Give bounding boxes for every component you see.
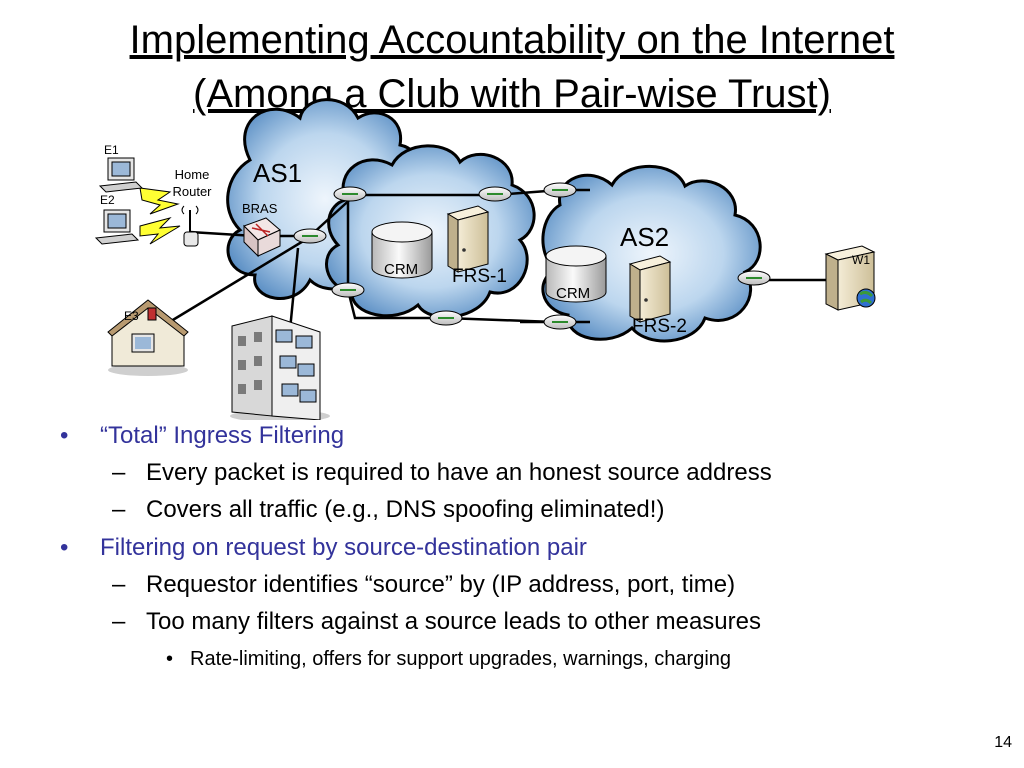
- bullet-text: “Total” Ingress Filtering: [100, 422, 345, 449]
- frs-1-server-icon: [446, 205, 490, 273]
- bullet-text: Filtering on request by source-destinati…: [100, 534, 587, 561]
- bullet-text: Too many filters against a source leads …: [146, 608, 761, 635]
- computer-e2-icon: [94, 209, 140, 245]
- slide-title-line-2: (Among a Club with Pair-wise Trust): [193, 72, 831, 116]
- frs-2-server-icon: [628, 255, 672, 323]
- home-router-label-line-1: Home: [175, 167, 210, 182]
- crm-2-label: CRM: [556, 285, 590, 302]
- house-e3-icon: [107, 299, 189, 376]
- bullet-text: Covers all traffic (e.g., DNS spoofing e…: [146, 496, 665, 523]
- router-icon: [293, 182, 771, 330]
- dash-icon: –: [112, 608, 126, 635]
- bullet-text: Every packet is required to have an hone…: [146, 459, 772, 486]
- bullet-dot-icon: •: [60, 422, 69, 449]
- page-number: 14: [994, 734, 1012, 751]
- w1-label: W1: [852, 253, 870, 267]
- home-router-icon: [181, 205, 199, 247]
- bras-switch-icon: [243, 217, 281, 258]
- dash-icon: –: [112, 459, 126, 486]
- web-server-w1-icon: [824, 245, 876, 311]
- bullet-dot-icon: •: [166, 648, 174, 670]
- as2-label: AS2: [620, 222, 669, 252]
- slide-title-line-1: Implementing Accountability on the Inter…: [129, 18, 895, 62]
- bullet-text: Requestor identifies “source” by (IP add…: [146, 571, 736, 598]
- bras-label: BRAS: [242, 201, 278, 216]
- bullet-text: Rate-limiting, offers for support upgrad…: [190, 648, 732, 670]
- frs-1-label: FRS-1: [452, 266, 507, 287]
- e1-label: E1: [104, 143, 119, 157]
- e3-label: E3: [124, 309, 139, 323]
- as1-label: AS1: [253, 158, 302, 188]
- crm-1-label: CRM: [384, 261, 418, 278]
- home-router-label-line-2: Router: [172, 184, 212, 199]
- network-diagram: AS1 AS2 BRAS Home Router E1 E2 E3 W1 CRM…: [94, 98, 876, 420]
- office-building-icon: [230, 315, 330, 420]
- wireless-link-icon: [139, 187, 181, 245]
- frs-2-label: FRS-2: [632, 316, 687, 337]
- dash-icon: –: [112, 496, 126, 523]
- e2-label: E2: [100, 193, 115, 207]
- crm-database-1-icon: [371, 221, 433, 279]
- dash-icon: –: [112, 571, 126, 598]
- computer-e1-icon: [98, 157, 144, 193]
- crm-database-2-icon: [545, 245, 607, 303]
- bullet-dot-icon: •: [60, 534, 69, 561]
